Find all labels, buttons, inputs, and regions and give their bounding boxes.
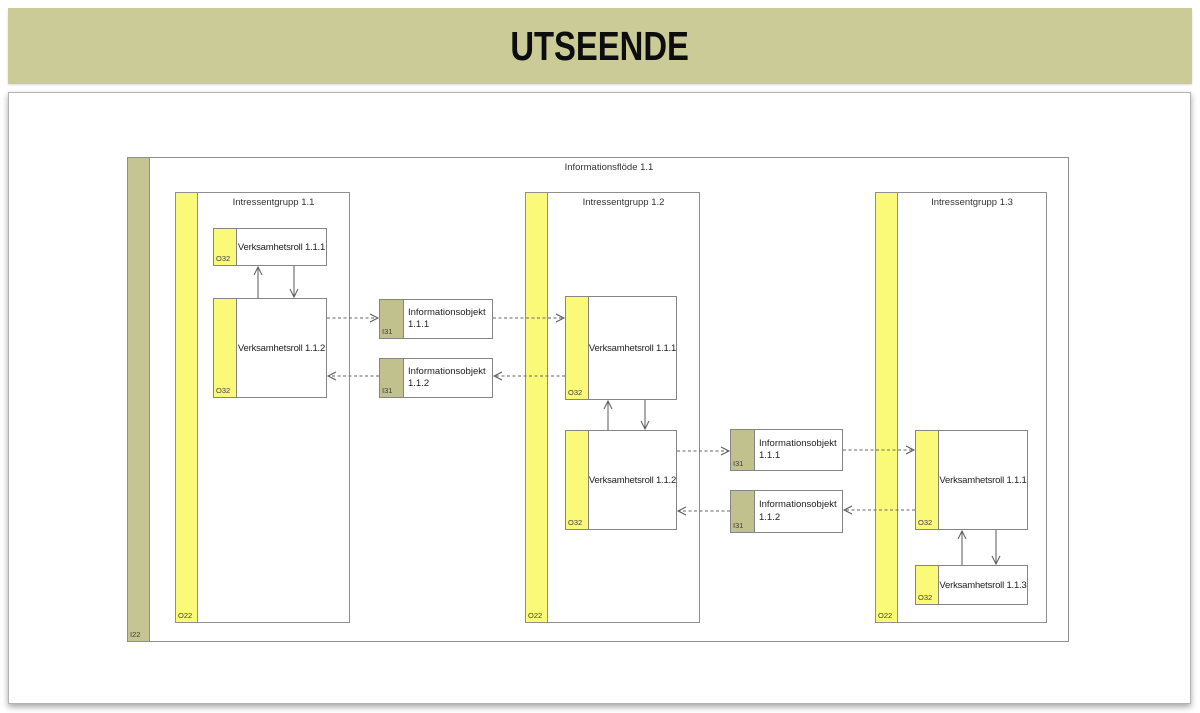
group-1-3-tag: O22 [878,611,893,620]
role-tag: O32 [918,593,933,602]
role-tab: O32 [916,431,939,529]
role-g1-verksamhetsroll-1-1-2: O32 Verksamhetsroll 1.1.2 [213,298,327,398]
group-1-3-strip: O22 [876,193,898,622]
group-1-2-strip: O22 [526,193,548,622]
role-label: Verksamhetsroll 1.1.3 [939,579,1027,591]
infoobject-tab: I31 [380,300,404,338]
role-g3-verksamhetsroll-1-1-1: O32 Verksamhetsroll 1.1.1 [915,430,1028,530]
role-label: Verksamhetsroll 1.1.2 [588,474,677,486]
role-label: Verksamhetsroll 1.1.1 [939,474,1027,486]
infoobject-left-1-1-1: I31 Informationsobjekt 1.1.1 [379,299,493,339]
flow-left-strip: I22 [128,158,150,641]
role-label: Verksamhetsroll 1.1.1 [588,342,677,354]
role-g3-verksamhetsroll-1-1-3: O32 Verksamhetsroll 1.1.3 [915,565,1028,605]
group-intressentgrupp-1-3: O22 Intressentgrupp 1.3 [875,192,1047,623]
title-bar: UTSEENDE [8,8,1192,84]
infoobject-label: Informationsobjekt 1.1.1 [759,437,837,461]
group-intressentgrupp-1-2: O22 Intressentgrupp 1.2 [525,192,700,623]
infoobject-tag: I31 [382,386,393,395]
role-tab: O32 [566,297,589,399]
infoobject-label: Informationsobjekt 1.1.2 [408,365,486,389]
infoobject-tab: I31 [380,359,404,397]
role-tag: O32 [918,518,933,527]
role-tab: O32 [214,229,237,265]
role-g2-verksamhetsroll-1-1-2: O32 Verksamhetsroll 1.1.2 [565,430,677,530]
role-tag: O32 [216,254,231,263]
infoobject-tag: I31 [382,327,393,336]
role-tab: O32 [916,566,939,604]
flow-tag: I22 [130,630,141,639]
role-tag: O32 [568,518,583,527]
flow-title: Informationsflöde 1.1 [564,162,654,173]
role-tag: O32 [568,388,583,397]
page-title: UTSEENDE [510,22,690,69]
group-1-2-tag: O22 [528,611,543,620]
group-1-1-tag: O22 [178,611,193,620]
infoobject-right-1-1-2: I31 Informationsobjekt 1.1.2 [730,490,843,533]
role-tab: O32 [214,299,237,397]
infoobject-tab: I31 [731,430,755,470]
role-label: Verksamhetsroll 1.1.1 [237,241,326,253]
infoobject-tag: I31 [733,521,744,530]
group-1-1-title: Intressentgrupp 1.1 [232,197,315,208]
group-1-1-strip: O22 [176,193,198,622]
role-g1-verksamhetsroll-1-1-1: O32 Verksamhetsroll 1.1.1 [213,228,327,266]
infoobject-tab: I31 [731,491,755,532]
role-tab: O32 [566,431,589,529]
infoobject-label: Informationsobjekt 1.1.1 [408,306,486,330]
role-tag: O32 [216,386,231,395]
role-label: Verksamhetsroll 1.1.2 [237,342,326,354]
group-1-2-title: Intressentgrupp 1.2 [582,197,665,208]
infoobject-left-1-1-2: I31 Informationsobjekt 1.1.2 [379,358,493,398]
group-1-3-title: Intressentgrupp 1.3 [931,197,1013,208]
infoobject-tag: I31 [733,459,744,468]
role-g2-verksamhetsroll-1-1-1: O32 Verksamhetsroll 1.1.1 [565,296,677,400]
infoobject-right-1-1-1: I31 Informationsobjekt 1.1.1 [730,429,843,471]
infoobject-label: Informationsobjekt 1.1.2 [759,499,837,523]
